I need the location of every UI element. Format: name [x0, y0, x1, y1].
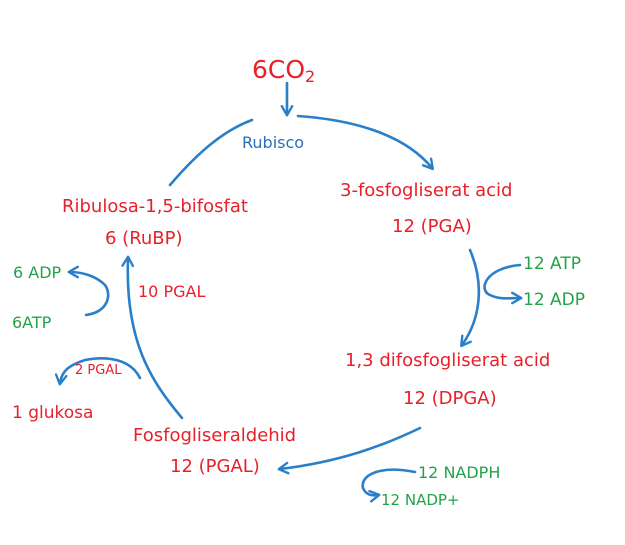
pgal-name-label: Fosfogliseraldehid	[133, 425, 296, 446]
glucose-pgal-label: 2 PGAL	[75, 363, 122, 378]
rubisco-label: Rubisco	[242, 133, 304, 152]
pgal-amount-label: 12 (PGAL)	[170, 456, 260, 477]
nadph-in-label: 12 NADPH	[418, 463, 500, 482]
regen-adp-label: 6 ADP	[13, 263, 62, 282]
rubp-amount-label: 6 (RuBP)	[105, 228, 183, 249]
nadph-nadp-arrow	[361, 468, 417, 503]
pga-name-label: 3-fosfogliserat acid	[340, 180, 512, 201]
co2-label: 6CO2	[252, 55, 315, 86]
nadp-out-label: 12 NADP+	[381, 491, 460, 509]
regeneration-arrow	[121, 255, 184, 420]
adp-out-label: 12 ADP	[523, 290, 585, 310]
rubp-to-rubisco-arrow	[168, 118, 254, 187]
dpga-name-label: 1,3 difosfogliserat acid	[345, 350, 550, 371]
dpga-amount-label: 12 (DPGA)	[403, 388, 497, 409]
glucose-output-arrow	[54, 357, 142, 386]
rubp-name-label: Ribulosa-1,5-bifosfat	[62, 196, 248, 217]
reduction-arrow	[460, 248, 481, 348]
pga-amount-label: 12 (PGA)	[392, 216, 472, 237]
regen-atp-label: 6ATP	[12, 313, 52, 332]
adp-atp-arrow	[67, 265, 110, 317]
fixation-arrow	[296, 114, 434, 171]
dpga-to-pgal-arrow	[277, 426, 422, 475]
regen-pgal-label: 10 PGAL	[138, 282, 205, 301]
atp-in-label: 12 ATP	[523, 254, 581, 274]
glucose-label: 1 glukosa	[12, 403, 93, 423]
atp-adp-arrow	[483, 263, 523, 305]
